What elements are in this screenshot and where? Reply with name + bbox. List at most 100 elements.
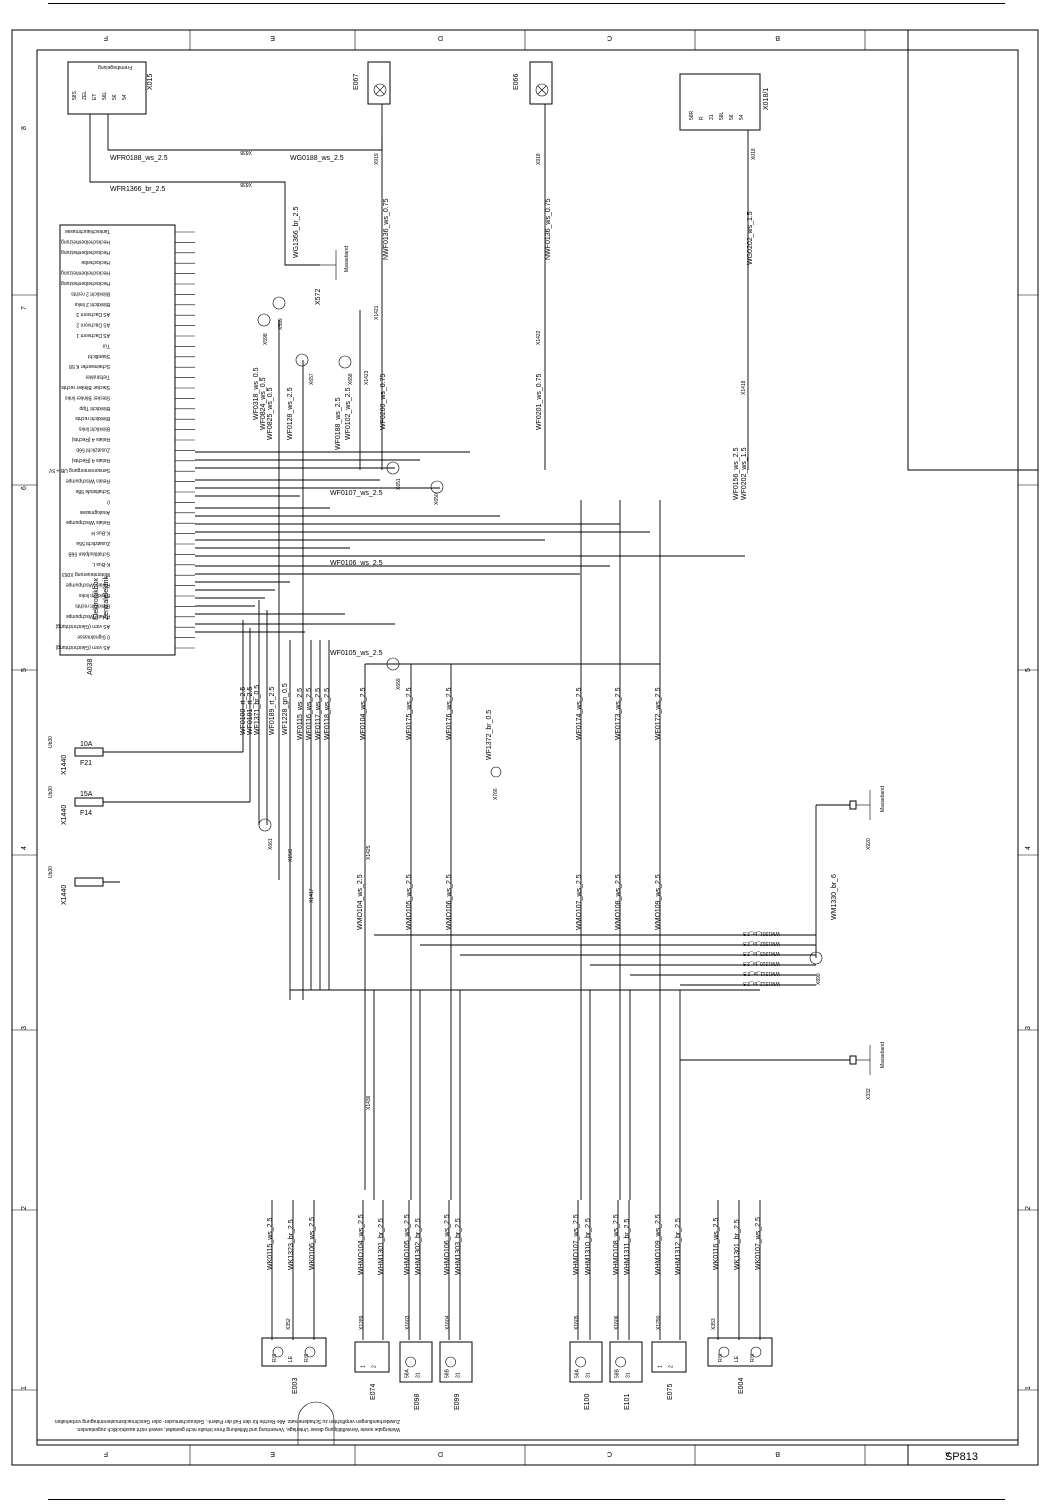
pin-label: Stecker Blinker links [64,394,110,400]
lamp-pin: R/S [750,1353,756,1362]
pin-label: K-Bus H [91,530,110,536]
svg-text:NWF0136_ws_0.75: NWF0136_ws_0.75 [383,198,390,260]
svg-text:2: 2 [21,1206,28,1210]
svg-text:5: 5 [21,668,28,672]
lamp-bulb-icon [272,1346,284,1358]
lamp-code: E004 [738,1378,745,1394]
pin-label: Stecker Blinker rechts [61,384,110,390]
svg-text:WHM1303_br_2.5: WHM1303_br_2.5 [455,1218,462,1275]
col-letter: C [607,34,612,41]
pin-label: Blinklicht links [78,592,110,598]
pin-label: 0 Signalmasse [77,634,110,640]
pin-label: Relais Wischpumpe [66,519,110,525]
pin-label: Sensorversorgung UB + 5V [48,467,110,473]
svg-text:X920: X920 [866,838,872,850]
control-box-code: A038 [87,659,94,675]
footer: Weitergabe sowie Vervielfältigung dieser… [53,1401,400,1445]
lamp-bulb-icon [304,1346,316,1358]
svg-text:X1436: X1436 [366,1095,372,1110]
svg-text:X918: X918 [536,153,542,165]
svg-text:E066: E066 [513,74,520,90]
svg-text:X1423: X1423 [364,370,370,385]
svg-text:X766: X766 [493,788,499,800]
lamp-bulb-icon [575,1356,586,1368]
pin-label: Standlicht [87,353,110,359]
pin-label: Blinklicht 2 links [74,301,110,307]
bottom-rule [48,1499,1005,1500]
junctions [257,296,823,965]
svg-text:4: 4 [21,846,28,850]
pin-label: Relais 4 (Rechts) [71,436,110,442]
svg-text:F21: F21 [80,760,92,767]
control-box-pin-labels: AS vorn (Gleichrichtung)0 SignalmasseAS … [48,228,110,650]
svg-text:WHM1302_br_2.5: WHM1302_br_2.5 [415,1218,422,1275]
svg-text:WG0202_ws_1.5: WG0202_ws_1.5 [747,211,754,265]
lamp-pin: R/S [718,1353,724,1362]
lamp-housing [569,1341,603,1383]
svg-text:WM1301_br_2.5: WM1301_br_2.5 [743,930,780,936]
lamp-pin: 31 [625,1372,631,1378]
pin-label: Heckscheibenheizung [61,280,110,286]
svg-text:X598: X598 [263,333,269,345]
svg-text:WK1301_br_2.5: WK1301_br_2.5 [734,1219,741,1270]
top-wire-labels: WFR0188_ws_2.5 WFR1366_br_2.5 WG0188_ws_… [110,155,754,657]
svg-text:58R: 58R [689,110,695,120]
svg-text:WF0174_ws_2.5: WF0174_ws_2.5 [576,687,583,740]
svg-text:WF0107_ws_2.5: WF0107_ws_2.5 [330,490,383,497]
column-letters-top: F E D C B [104,34,780,41]
lamp-pin: 58A [575,1368,581,1378]
pin-label: AS Dachvorn 3 [76,311,110,317]
x018-connector: X018/1 58R R 31 58L 56 54 [679,73,770,131]
pin-label: Heckscheibenheizung [61,249,110,255]
svg-text:WHM1301_br_2.5: WHM1301_br_2.5 [378,1218,385,1275]
svg-text:WM1330_br_6: WM1330_br_6 [831,874,838,920]
col-letter: B [775,1450,780,1457]
lamp-housing [609,1341,643,1383]
pin-label: Blinklicht links [78,426,110,432]
svg-text:WF0104_ws_2.5: WF0104_ws_2.5 [360,687,367,740]
svg-text:31: 31 [709,114,715,120]
svg-text:R: R [699,116,705,120]
svg-text:6: 6 [21,486,28,490]
lamp-e066: E066 [513,61,553,105]
top-rule [48,3,1005,4]
svg-text:F14: F14 [80,810,92,817]
svg-text:WM1312_br_2.5: WM1312_br_2.5 [743,980,780,986]
svg-text:WMO108_ws_2.5: WMO108_ws_2.5 [615,874,622,930]
lamp-housing [354,1341,390,1373]
lamp-pin: 1 [360,1365,366,1368]
svg-text:WF0156_ws_2.5: WF0156_ws_2.5 [733,447,740,500]
mid-wire-labels: WF0100_rt_2.5 WF0101_rt_2.5 WF1371_br_0.… [240,683,662,760]
svg-text:WF0173_ws_2.5: WF0173_ws_2.5 [615,687,622,740]
svg-text:X1605: X1605 [574,1315,580,1330]
col-letter: D [438,1450,443,1457]
lamp-pin: 1 [657,1365,663,1368]
control-box-pin-stubs [175,231,195,649]
svg-text:WMO104_ws_2.5: WMO104_ws_2.5 [357,874,364,930]
lamp-housing [707,1337,773,1367]
svg-text:WK0107_ws_2.5: WK0107_ws_2.5 [755,1217,762,1270]
control-box-bus-lines [195,451,745,633]
lamp-bulb-icon [445,1356,456,1368]
svg-text:7: 7 [21,306,28,310]
pin-label: Blinklicht rechts [75,602,110,608]
svg-text:X1290: X1290 [656,1315,662,1330]
svg-text:WF0105_ws_2.5: WF0105_ws_2.5 [330,650,383,657]
top-wiring [89,104,749,470]
svg-text:X1606: X1606 [614,1315,620,1330]
svg-text:WF0175_ws_2.5: WF0175_ws_2.5 [406,687,413,740]
svg-text:WK0116_ws_2.5: WK0116_ws_2.5 [713,1217,720,1270]
svg-text:WF0824_ws_0.5: WF0824_ws_0.5 [260,377,267,430]
svg-text:4: 4 [1025,846,1032,850]
pin-label: Relais Wischpumpe [66,613,110,619]
lamp-code: E098 [414,1394,421,1410]
column-letters-bottom: F E D C B A [104,1450,950,1457]
connector-labels: X838 X838 X572 X919 X918 X1421 X1422 X14… [240,148,872,1330]
lamp-bulb-icon [405,1356,416,1368]
svg-text:X661: X661 [268,838,274,850]
pin-label: Heckscheibenheizung [61,238,110,244]
svg-text:X015: X015 [147,74,154,90]
col-letter: A [945,1450,950,1457]
svg-text:WF0102_ws_2.5: WF0102_ws_2.5 [345,387,352,440]
